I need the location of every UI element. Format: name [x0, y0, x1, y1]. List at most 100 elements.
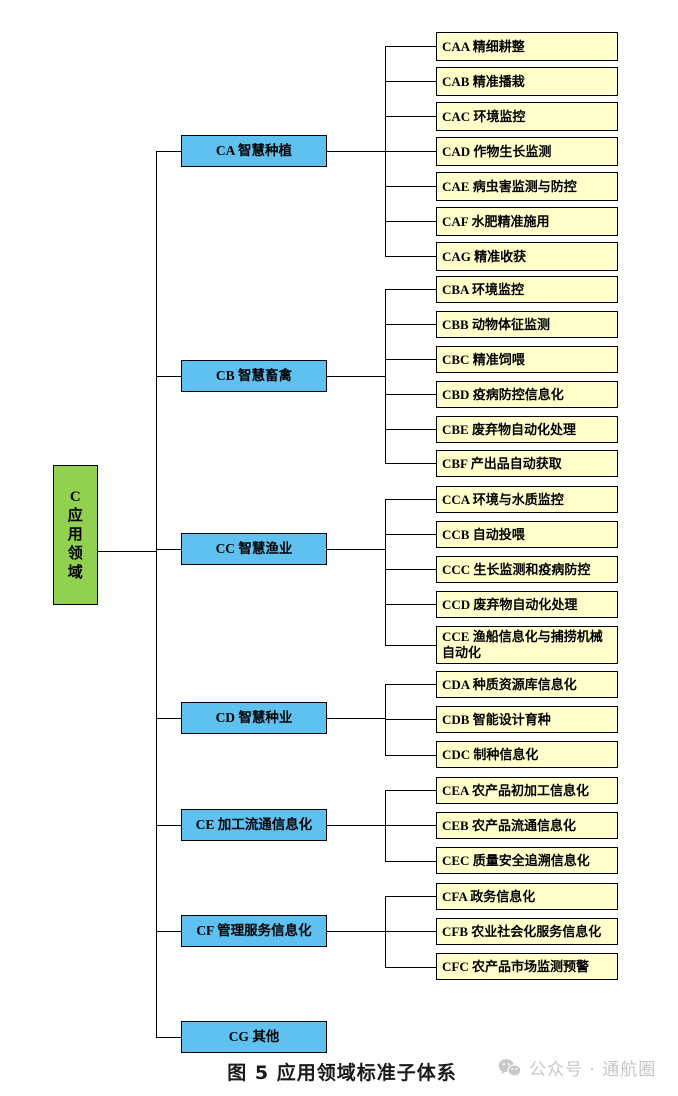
leaf-node-CDA[interactable]: CDA 种质资源库信息化 [436, 671, 618, 698]
leaf-node-CAA[interactable]: CAA 精细耕整 [436, 32, 618, 61]
leaf-node-CFB[interactable]: CFB 农业社会化服务信息化 [436, 918, 618, 945]
leaf-node-CCB[interactable]: CCB 自动投喂 [436, 521, 618, 548]
leaf-node-CEB-label: CEB 农产品流通信息化 [442, 817, 576, 833]
connector-to-CF [156, 931, 181, 932]
branch-node-CC-label: CC 智慧渔业 [215, 541, 293, 556]
wechat-icon [498, 1058, 522, 1078]
leaf-node-CCC[interactable]: CCC 生长监测和疫病防控 [436, 556, 618, 583]
CB-child-connector [385, 394, 436, 395]
leaf-node-CFB-label: CFB 农业社会化服务信息化 [442, 923, 602, 939]
branch-node-CG[interactable]: CG 其他 [181, 1021, 327, 1053]
CB-child-connector [385, 429, 436, 430]
CA-child-connector [385, 256, 436, 257]
CD-stem [327, 718, 385, 719]
branch-node-CF[interactable]: CF 管理服务信息化 [181, 915, 327, 947]
leaf-node-CDB[interactable]: CDB 智能设计育种 [436, 706, 618, 733]
leaf-node-CEC-label: CEC 质量安全追溯信息化 [442, 852, 590, 868]
leaf-node-CEA-label: CEA 农产品初加工信息化 [442, 782, 589, 798]
leaf-node-CCD[interactable]: CCD 废弃物自动化处理 [436, 591, 618, 618]
CC-child-connector [385, 645, 436, 646]
CE-child-connector [385, 790, 436, 791]
connector-to-CC [156, 549, 181, 550]
leaf-node-CBF[interactable]: CBF 产出品自动获取 [436, 450, 618, 477]
leaf-node-CFC[interactable]: CFC 农产品市场监测预警 [436, 953, 618, 980]
connector-to-CD [156, 718, 181, 719]
root-stem [98, 551, 156, 552]
leaf-node-CDC[interactable]: CDC 制种信息化 [436, 741, 618, 768]
CB-child-connector [385, 324, 436, 325]
CC-stem [327, 549, 385, 550]
leaf-node-CCE[interactable]: CCE 渔船信息化与捕捞机械自动化 [436, 626, 618, 664]
watermark-text: 公众号 · 通航圈 [529, 1060, 657, 1080]
leaf-node-CAF-label: CAF 水肥精准施用 [442, 213, 550, 229]
CD-child-connector [385, 684, 436, 685]
leaf-node-CFC-label: CFC 农产品市场监测预警 [442, 958, 589, 974]
leaf-node-CEB[interactable]: CEB 农产品流通信息化 [436, 812, 618, 839]
leaf-node-CDA-label: CDA 种质资源库信息化 [442, 676, 577, 692]
connector-to-CE [156, 825, 181, 826]
CA-child-connector [385, 116, 436, 117]
branch-node-CE-label: CE 加工流通信息化 [195, 817, 313, 832]
leaf-node-CCA[interactable]: CCA 环境与水质监控 [436, 486, 618, 513]
leaf-node-CBE[interactable]: CBE 废弃物自动化处理 [436, 416, 618, 443]
CA-child-connector [385, 46, 436, 47]
leaf-node-CCA-label: CCA 环境与水质监控 [442, 491, 564, 507]
root-node-C[interactable]: C 应 用 领 域 [53, 465, 98, 605]
branch-node-CE[interactable]: CE 加工流通信息化 [181, 809, 327, 841]
leaf-node-CAF[interactable]: CAF 水肥精准施用 [436, 207, 618, 236]
leaf-node-CAC[interactable]: CAC 环境监控 [436, 102, 618, 131]
leaf-node-CAB[interactable]: CAB 精准播栽 [436, 67, 618, 96]
leaf-node-CBC-label: CBC 精准饲喂 [442, 351, 525, 367]
leaf-node-CBA[interactable]: CBA 环境监控 [436, 276, 618, 303]
branch-node-CB-label: CB 智慧畜禽 [215, 368, 293, 383]
CC-child-connector [385, 534, 436, 535]
leaf-node-CFA-label: CFA 政务信息化 [442, 888, 536, 904]
leaf-node-CBC[interactable]: CBC 精准饲喂 [436, 346, 618, 373]
leaf-node-CEC[interactable]: CEC 质量安全追溯信息化 [436, 847, 618, 874]
CF-stem [327, 931, 385, 932]
root-node-label: C 应 用 领 域 [67, 488, 84, 581]
leaf-node-CAE[interactable]: CAE 病虫害监测与防控 [436, 172, 618, 201]
leaf-node-CFA[interactable]: CFA 政务信息化 [436, 883, 618, 910]
CD-child-connector [385, 755, 436, 756]
leaf-node-CAA-label: CAA 精细耕整 [442, 38, 525, 54]
branch-node-CA[interactable]: CA 智慧种植 [181, 135, 327, 167]
figure-caption: 图 5 应用领域标准子体系 [0, 1058, 678, 1085]
leaf-node-CBB[interactable]: CBB 动物体征监测 [436, 311, 618, 338]
branch-node-CF-label: CF 管理服务信息化 [196, 923, 312, 938]
branch-node-CG-label: CG 其他 [228, 1029, 280, 1044]
leaf-node-CAB-label: CAB 精准播栽 [442, 73, 525, 89]
connector-to-CG [156, 1037, 181, 1038]
connector-to-CA [156, 151, 181, 152]
branch-node-CC[interactable]: CC 智慧渔业 [181, 533, 327, 565]
CC-child-connector [385, 569, 436, 570]
leaf-node-CDC-label: CDC 制种信息化 [442, 746, 539, 762]
CB-child-connector [385, 463, 436, 464]
CC-child-connector [385, 499, 436, 500]
leaf-node-CCD-label: CCD 废弃物自动化处理 [442, 596, 578, 612]
CF-child-connector [385, 931, 436, 932]
CB-child-connector [385, 289, 436, 290]
CA-child-connector [385, 81, 436, 82]
leaf-node-CEA[interactable]: CEA 农产品初加工信息化 [436, 777, 618, 804]
connector-to-CB [156, 376, 181, 377]
CE-child-connector [385, 861, 436, 862]
leaf-node-CAD[interactable]: CAD 作物生长监测 [436, 137, 618, 166]
branch-node-CD-label: CD 智慧种业 [215, 710, 293, 725]
watermark: 公众号 · 通航圈 [498, 1055, 656, 1080]
leaf-node-CBD-label: CBD 疫病防控信息化 [442, 386, 564, 402]
branch-node-CD[interactable]: CD 智慧种业 [181, 702, 327, 734]
leaf-node-CBE-label: CBE 废弃物自动化处理 [442, 421, 576, 437]
leaf-node-CBF-label: CBF 产出品自动获取 [442, 455, 562, 471]
CF-child-connector [385, 967, 436, 968]
CE-stem [327, 825, 385, 826]
CA-child-connector [385, 151, 436, 152]
branch-node-CB[interactable]: CB 智慧畜禽 [181, 360, 327, 392]
leaf-node-CBD[interactable]: CBD 疫病防控信息化 [436, 381, 618, 408]
figure-caption-text: 图 5 应用领域标准子体系 [227, 1062, 457, 1084]
leaf-node-CAG[interactable]: CAG 精准收获 [436, 242, 618, 271]
CB-child-connector [385, 359, 436, 360]
CA-stem [327, 151, 385, 152]
leaf-node-CCE-label: CCE 渔船信息化与捕捞机械自动化 [442, 629, 603, 660]
